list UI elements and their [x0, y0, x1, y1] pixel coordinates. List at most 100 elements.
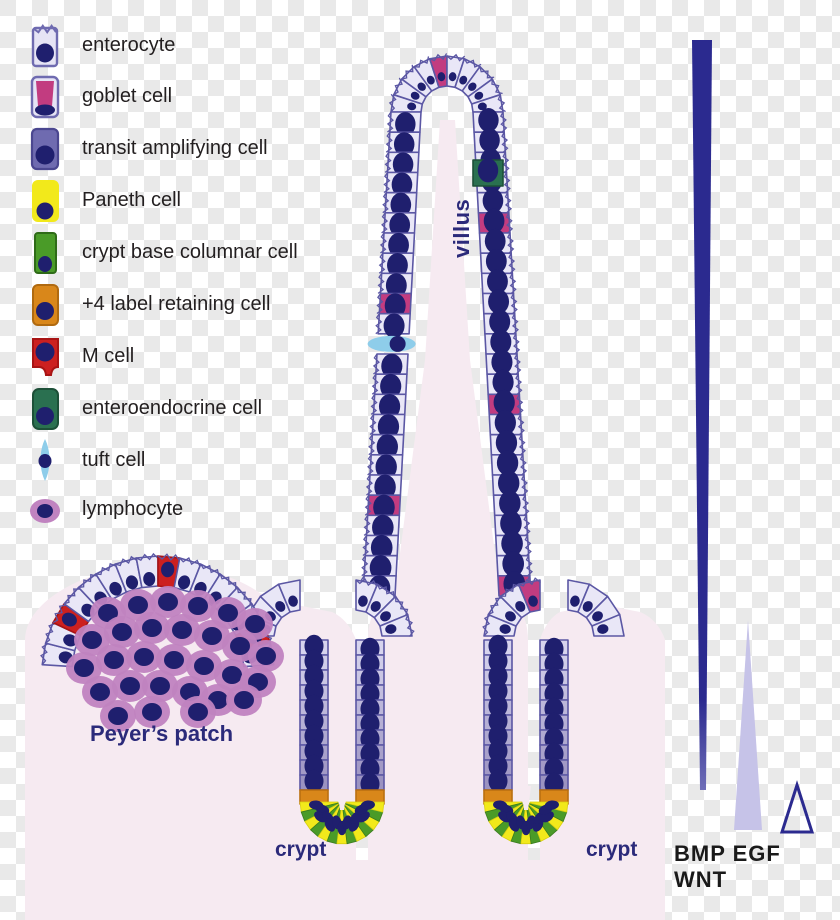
cell-nucleus: [383, 313, 405, 339]
microvilli-brush-border: [371, 373, 379, 395]
crypt-base-columnar-cell-icon: [24, 229, 66, 275]
microvilli-brush-border: [372, 353, 380, 375]
cell-nucleus: [407, 102, 417, 111]
microvilli-brush-border: [401, 64, 414, 80]
cell-nucleus: [495, 430, 518, 456]
cell-nucleus: [373, 494, 395, 520]
microvilli-brush-border: [364, 494, 372, 516]
microvilli-brush-border: [63, 588, 81, 605]
microvilli-brush-border: [385, 131, 393, 153]
cell-nucleus: [128, 596, 148, 614]
cell-nucleus: [482, 188, 504, 213]
cell-nucleus: [390, 192, 412, 217]
gradient-axis-label: BMP EGF WNT: [674, 841, 781, 892]
microvilli-brush-border: [525, 555, 534, 577]
cell-nucleus: [188, 703, 208, 721]
cell-nucleus: [134, 648, 154, 666]
lymphocyte: [226, 684, 262, 716]
egf-gradient-wedge: [734, 620, 762, 830]
cell-nucleus: [374, 474, 396, 500]
cell-nucleus: [108, 707, 128, 725]
goblet-cell-icon: [24, 73, 66, 119]
microvilli-brush-border: [179, 557, 201, 567]
cell-nucleus: [376, 434, 398, 460]
cell-nucleus: [202, 627, 222, 645]
cell-nucleus: [391, 172, 413, 197]
lymphocyte: [210, 597, 246, 629]
microvilli-brush-border: [512, 333, 521, 355]
crypt-lumen: [337, 786, 347, 810]
cell-nucleus: [395, 112, 416, 137]
cell-nucleus: [304, 769, 324, 793]
microvilli-brush-border: [45, 622, 56, 644]
microvilli-brush-border: [52, 604, 67, 624]
cell-nucleus: [380, 373, 402, 399]
cell-nucleus: [256, 647, 276, 665]
enteroendocrine-cell-icon: [24, 385, 66, 431]
transit-amplifying-cell-icon: [24, 125, 66, 171]
legend-item-label: +4 label retaining cell: [82, 292, 271, 315]
cell-nucleus: [505, 611, 516, 622]
cell-nucleus: [528, 595, 538, 607]
cell-nucleus: [245, 615, 265, 633]
microvilli-brush-border: [523, 515, 531, 537]
cell-nucleus: [484, 228, 506, 254]
microvilli-brush-border: [365, 474, 373, 496]
microvilli-brush-border: [491, 79, 503, 95]
cell-nucleus: [389, 335, 406, 352]
cell-nucleus: [387, 253, 408, 278]
lymphocyte-icon: [24, 486, 66, 532]
cell-nucleus: [488, 289, 510, 314]
microvilli-brush-border: [78, 573, 98, 589]
cell-nucleus: [112, 623, 132, 641]
cell-nucleus: [494, 410, 516, 436]
cell-nucleus: [392, 152, 414, 177]
cell-nucleus: [417, 82, 426, 91]
legend-item-paneth-cell: Paneth cell: [24, 177, 181, 223]
cell-nucleus: [570, 595, 580, 607]
lymphocyte: [96, 644, 132, 676]
cell-nucleus: [499, 490, 521, 516]
cell-nucleus: [491, 349, 513, 375]
cell-nucleus: [490, 329, 512, 355]
lymphocyte: [142, 670, 178, 702]
microvilli-brush-border: [375, 313, 383, 335]
cell-nucleus: [234, 691, 254, 709]
cell-nucleus: [218, 604, 238, 622]
cell-nucleus: [82, 631, 102, 649]
cell-nucleus: [489, 309, 511, 335]
legend-item-label: lymphocyte: [82, 497, 184, 520]
tuft-cell-icon: [24, 437, 66, 483]
lymphocyte: [134, 696, 170, 728]
cell-nucleus: [597, 624, 609, 634]
cell-nucleus: [369, 555, 392, 581]
microvilli-brush-border: [446, 53, 466, 62]
microvilli-brush-border: [236, 587, 252, 606]
cell-nucleus: [492, 369, 514, 395]
enterocyte-icon: [24, 22, 66, 68]
cell-nucleus: [125, 575, 139, 590]
microvilli-brush-border: [507, 232, 515, 254]
microvilli-brush-border: [200, 563, 220, 577]
cell-nucleus: [120, 677, 140, 695]
microvilli-brush-border: [157, 553, 181, 562]
cell-nucleus: [485, 248, 507, 274]
microvilli-brush-border: [393, 77, 403, 96]
villus-label: villus: [449, 198, 474, 258]
cell-nucleus: [142, 703, 162, 721]
microvilli-brush-border: [511, 313, 520, 335]
cell-nucleus: [375, 454, 397, 480]
cell-nucleus: [592, 611, 603, 622]
cell-nucleus: [410, 91, 420, 100]
cell-nucleus: [477, 102, 487, 111]
microvilli-brush-border: [383, 172, 391, 194]
microvilli-brush-border: [414, 56, 430, 68]
cell-nucleus: [493, 389, 515, 415]
lymphocyte: [66, 652, 102, 684]
cell-nucleus: [388, 232, 409, 258]
microvilli-brush-border: [516, 394, 524, 416]
cell-nucleus: [474, 91, 484, 100]
cell-nucleus: [172, 621, 192, 639]
